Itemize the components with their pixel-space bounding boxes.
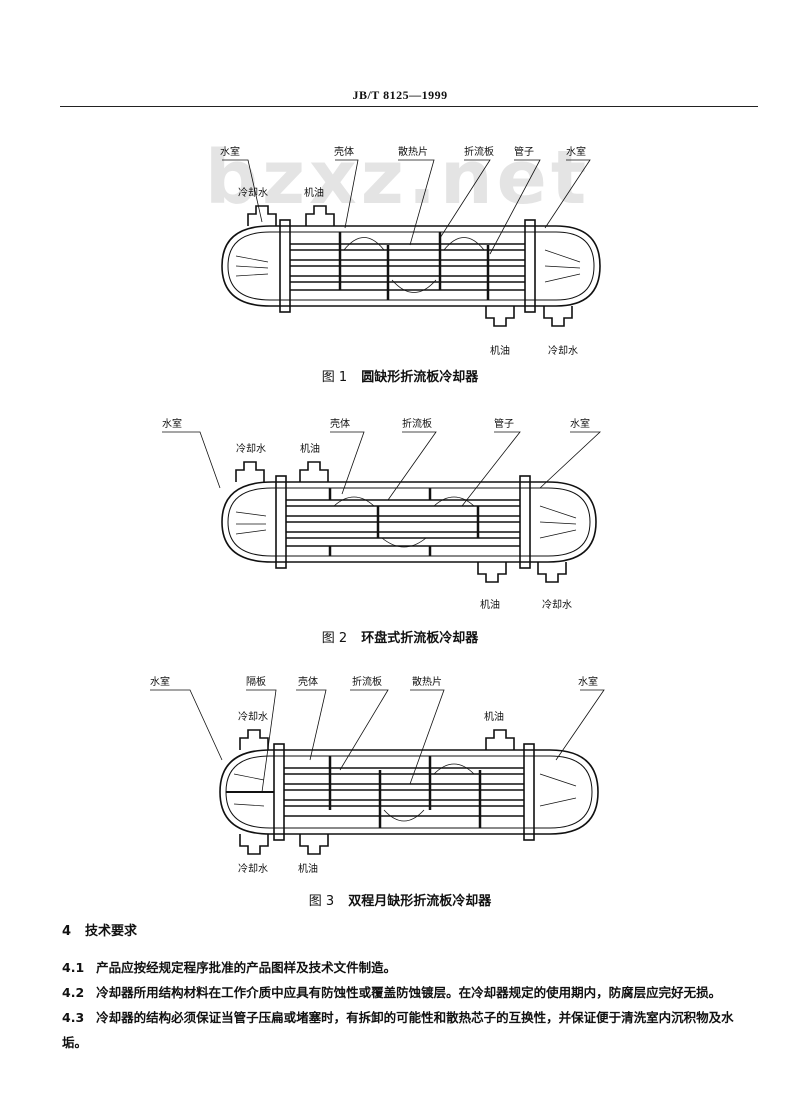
figure-1-number: 图 1 — [321, 370, 348, 385]
fig3-label-cooling-water: 冷却水 — [238, 710, 268, 723]
clause-number: 4.3 — [62, 1010, 85, 1025]
fig1-label-shell: 壳体 — [334, 145, 354, 158]
figure-1-title: 圆缺形折流板冷却器 — [361, 370, 479, 385]
section-title: 技术要求 — [85, 924, 138, 939]
fig1-label-water-chamber-right: 水室 — [566, 145, 586, 158]
section-number: 4 — [62, 924, 72, 939]
fig2-label-water-chamber: 水室 — [162, 417, 182, 430]
fig2-label-cooling-water-out: 冷却水 — [542, 598, 572, 611]
fig1-label-baffle: 折流板 — [464, 145, 494, 158]
fig3-label-fin: 散热片 — [412, 675, 442, 688]
fig1-label-tube: 管子 — [514, 145, 534, 158]
fig3-label-partition: 隔板 — [246, 675, 266, 688]
fig3-label-oil-out: 机油 — [298, 862, 318, 875]
fig1-label-water-chamber: 水室 — [220, 145, 240, 158]
fig2-label-oil: 机油 — [300, 442, 320, 455]
clauses: 4.1 产品应按经规定程序批准的产品图样及技术文件制造。 4.2 冷却器所用结构材料… — [62, 955, 752, 1055]
figure-1-caption: 图 1 圆缺形折流板冷却器 — [0, 366, 800, 385]
figure-1-diagram: 水室 壳体 散热片 折流板 管子 水室 冷却水 机油 机油 冷却水 — [220, 145, 601, 357]
fig3-label-oil: 机油 — [484, 710, 504, 723]
clause-text: 产品应按经规定程序批准的产品图样及技术文件制造。 — [96, 960, 397, 975]
section-heading: 4 技术要求 — [62, 920, 137, 939]
fig1-label-oil: 机油 — [304, 186, 324, 199]
fig2-label-baffle: 折流板 — [402, 417, 432, 430]
clause-number: 4.1 — [62, 960, 85, 975]
figure-3-title: 双程月缺形折流板冷却器 — [348, 894, 492, 909]
clause-4-2: 4.2 冷却器所用结构材料在工作介质中应具有防蚀性或覆盖防蚀镀层。在冷却器规定的使… — [62, 980, 752, 1005]
figure-2-caption: 图 2 环盘式折流板冷却器 — [0, 627, 800, 646]
figure-3-caption: 图 3 双程月缺形折流板冷却器 — [0, 890, 800, 909]
fig1-label-cooling-water: 冷却水 — [238, 186, 268, 199]
figure-2-number: 图 2 — [321, 631, 348, 646]
page-header: JB/T 8125—1999 — [352, 88, 448, 102]
figure-3-diagram: 水室 隔板 壳体 折流板 散热片 水室 冷却水 机油 冷却水 机油 — [150, 675, 605, 875]
fig1-label-fin: 散热片 — [398, 145, 428, 158]
fig2-label-oil-out: 机油 — [480, 598, 500, 611]
figure-2-title: 环盘式折流板冷却器 — [361, 631, 479, 646]
fig3-label-shell: 壳体 — [298, 675, 318, 688]
clause-4-1: 4.1 产品应按经规定程序批准的产品图样及技术文件制造。 — [62, 955, 752, 980]
fig2-label-shell: 壳体 — [330, 417, 350, 430]
clause-number: 4.2 — [62, 985, 85, 1000]
fig1-label-oil-out: 机油 — [490, 344, 510, 357]
fig2-label-tube: 管子 — [494, 417, 514, 430]
fig3-label-cooling-water-out: 冷却水 — [238, 862, 268, 875]
header-rule — [60, 106, 758, 107]
fig2-label-water-chamber-right: 水室 — [570, 417, 590, 430]
fig3-label-baffle: 折流板 — [352, 675, 382, 688]
fig3-label-water-chamber: 水室 — [150, 675, 170, 688]
figure-3-number: 图 3 — [308, 894, 335, 909]
clause-text: 冷却器的结构必须保证当管子压扁或堵塞时，有拆卸的可能性和散热芯子的互换性，并保证… — [62, 1010, 734, 1050]
fig1-label-cooling-water-out: 冷却水 — [548, 344, 578, 357]
clause-text: 冷却器所用结构材料在工作介质中应具有防蚀性或覆盖防蚀镀层。在冷却器规定的使用期内… — [96, 985, 722, 1000]
fig2-label-cooling-water: 冷却水 — [236, 442, 266, 455]
fig3-label-water-chamber-right: 水室 — [578, 675, 598, 688]
figure-2-diagram: 水室 冷却水 机油 壳体 折流板 管子 水室 机油 冷却水 — [162, 417, 602, 611]
